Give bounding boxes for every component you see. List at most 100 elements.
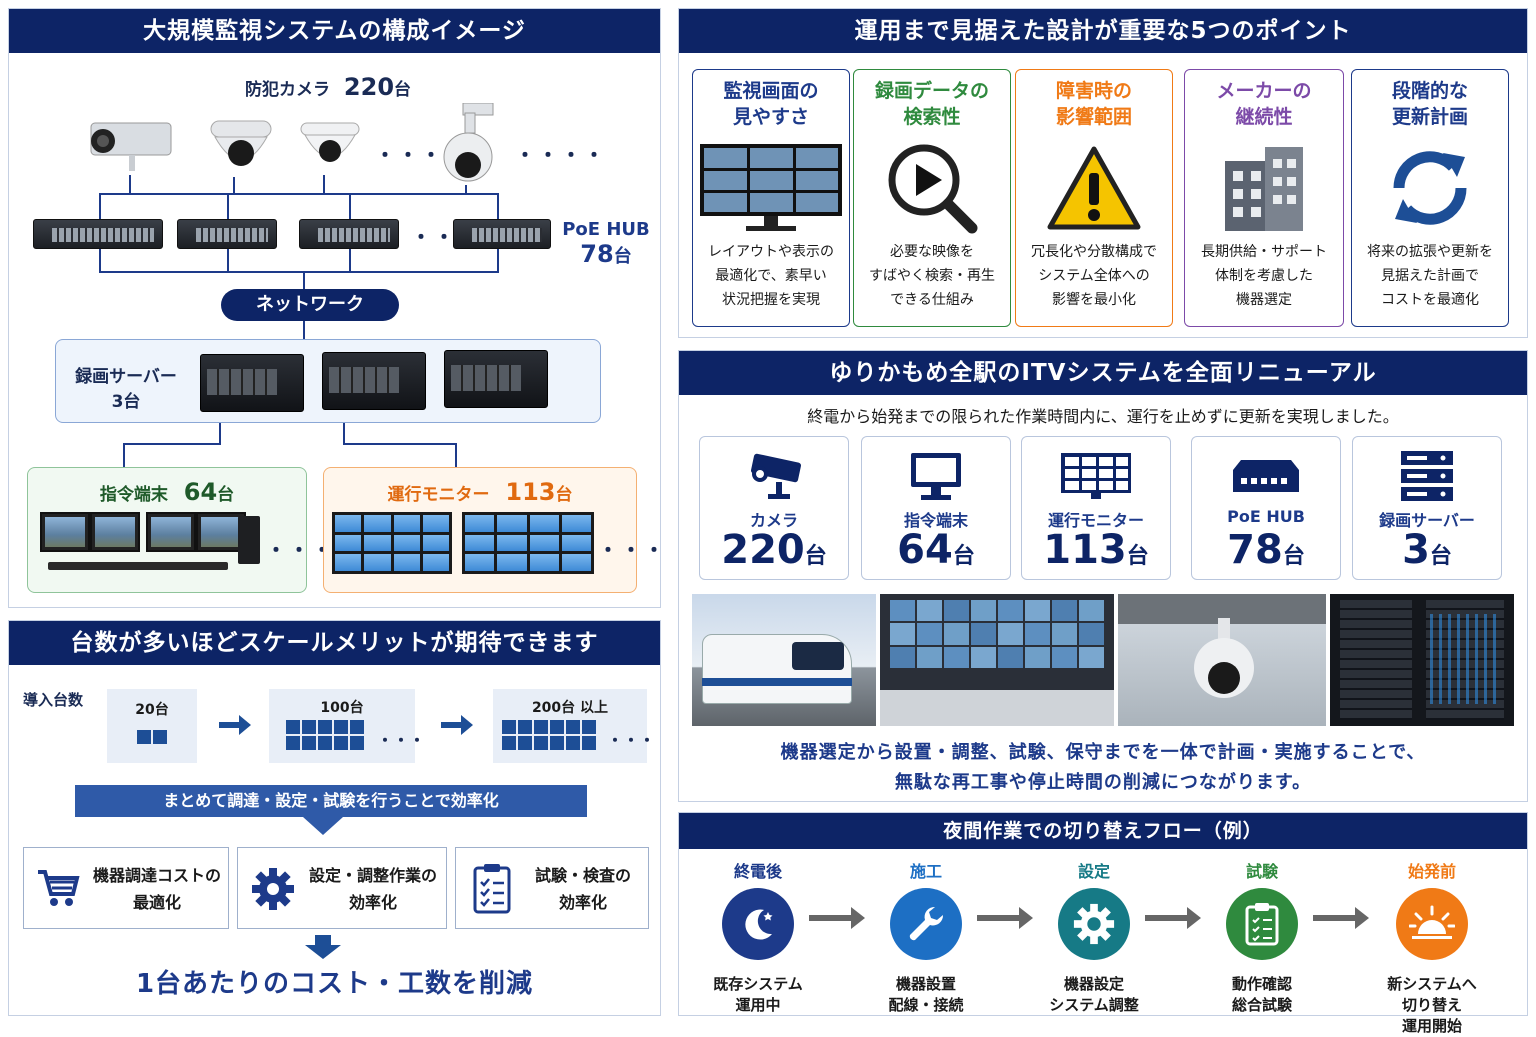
wrench-icon (890, 888, 962, 960)
stat-unit: 台 (1429, 544, 1452, 569)
server-rack-photo (1330, 594, 1514, 726)
arrow-right-icon (1145, 907, 1201, 929)
cart-icon (38, 870, 80, 906)
scale-title: 台数が多いほどスケールメリットが期待できます (9, 621, 660, 665)
merit-card-procurement: 機器調達コストの 最適化 (23, 847, 229, 929)
point-title: 障害時の 影響範囲 (1055, 80, 1132, 128)
stat-label: 運行モニター (1047, 511, 1144, 530)
flow-step-description: 既存システム 運用中 (713, 975, 803, 1014)
flow-step-description: 機器設定 システム調整 (1049, 975, 1139, 1014)
clipboard-icon (1226, 888, 1298, 960)
poe-hub (453, 219, 551, 249)
arrow-right-icon (441, 715, 473, 735)
merit-card-setup: 設定・調整作業の 効率化 (237, 847, 447, 929)
stat-value: 113台 (1043, 527, 1149, 573)
flow-step: 設定機器設定 システム調整 (1019, 858, 1169, 1016)
network-pill: ネットワーク (221, 289, 399, 321)
flow-step-description: 機器設置 配線・接続 (888, 975, 964, 1014)
step-20: 20台 (107, 689, 197, 763)
arrow-right-icon (977, 907, 1033, 929)
step-200: 200台 以上 ・・・ (493, 689, 655, 763)
terminal-box: 指令端末 64台 ・・・ (27, 467, 332, 593)
system-panel: 大規模監視システムの構成イメージ 防犯カメラ 220台 ・・・ ・・・・ ・・・ (8, 8, 664, 608)
recording-server (322, 352, 426, 410)
poe-hub (299, 219, 399, 249)
terminal-label: 指令端末 64台 (99, 478, 235, 506)
sunrise-icon (1396, 888, 1468, 960)
moon-icon (722, 888, 794, 960)
terminal-monitor (40, 512, 90, 552)
stat-label: PoE HUB (1227, 507, 1305, 526)
result-text: 1台あたりのコスト・工数を削減 (135, 969, 534, 999)
terminal-monitor (146, 512, 196, 552)
flow-step: 終電後既存システム 運用中 (683, 858, 833, 1016)
monitor-label: 運行モニター 113台 (387, 478, 573, 506)
monitor-wall (332, 512, 452, 574)
stat-value: 3台 (1402, 527, 1452, 573)
camera-icon (700, 449, 848, 503)
point-card: 段階的な 更新計画将来の拡張や更新を 見据えた計画で コストを最適化 (1351, 69, 1509, 327)
point-description: 必要な映像を すばやく検索・再生 できる仕組み (869, 244, 995, 308)
point-card: 障害時の 影響範囲冗長化や分散構成で システム全体への 影響を最小化 (1015, 69, 1173, 327)
point-description: レイアウトや表示の 最適化で、素早い 状況把握を実現 (708, 244, 834, 308)
flow-step-title: 始発前 (1407, 862, 1456, 881)
point-title: 段階的な 更新計画 (1391, 80, 1468, 128)
gear-icon (252, 868, 294, 910)
renewal-note-2: 無駄な再工事や停止時間の削減につながります。 (894, 772, 1312, 793)
checklist-icon (473, 864, 511, 914)
terminal-monitor (90, 512, 140, 552)
refresh-icon (1352, 142, 1508, 234)
arrow-right-icon (1313, 907, 1369, 929)
point-description: 冗長化や分散構成で システム全体への 影響を最小化 (1031, 244, 1157, 308)
point-card: 監視画面の 見やすさレイアウトや表示の 最適化で、素早い 状況把握を実現 (692, 69, 850, 327)
monitor-box: 運行モニター 113台 ・・・ (323, 467, 664, 593)
point-card: 録画データの 検索性必要な映像を すばやく検索・再生 できる仕組み (853, 69, 1011, 327)
recording-server (444, 350, 548, 408)
poe-hub (177, 219, 277, 249)
point-description: 将来の拡張や更新を 見据えた計画で コストを最適化 (1367, 244, 1493, 308)
arrow-down-icon (303, 817, 343, 835)
dome-camera-icon (300, 122, 360, 162)
merit-card-testing: 試験・検査の 効率化 (455, 847, 649, 929)
ptz-camera-icon (443, 103, 494, 182)
monitor-ellipsis: ・・・ (598, 538, 667, 562)
terminal-ellipsis: ・・・ (266, 538, 335, 562)
monitor-grid-icon (693, 142, 849, 234)
point-title: 監視画面の 見やすさ (723, 80, 819, 128)
scale-panel: 台数が多いほどスケールメリットが期待できます 導入台数 20台 100台 ・・・… (8, 620, 661, 1016)
stat-label: カメラ (749, 511, 798, 530)
arrow-down-icon (305, 935, 341, 959)
server-box: 録画サーバー 3台 (55, 339, 601, 423)
terminal-icon (862, 449, 1010, 503)
camera-ellipsis: ・・・・ (515, 143, 607, 167)
pc-tower (238, 516, 260, 564)
stat-value: 78台 (1227, 527, 1305, 573)
flow-step-title: 施工 (909, 862, 942, 881)
gear-icon (1058, 888, 1130, 960)
renewal-subtitle: 終電から始発までの限られた作業時間内に、運行を止めずに更新を実現しました。 (807, 407, 1399, 426)
flow-step-title: 試験 (1245, 862, 1278, 881)
control-room-photo (880, 594, 1114, 726)
terminal-monitor (196, 512, 246, 552)
stat-unit: 台 (1282, 544, 1305, 569)
stat-value: 220台 (721, 527, 827, 573)
stat-value: 64台 (897, 527, 975, 573)
hub-label: PoE HUB 78台 (562, 219, 650, 268)
arrow-right-icon (809, 907, 865, 929)
point-description: 長期供給・サポート 体制を考慮した 機器選定 (1201, 244, 1327, 308)
renewal-note-1: 機器選定から設置・調整、試験、保守までを一体で計画・実施することで、 (780, 742, 1426, 763)
monitor-wall (462, 512, 594, 574)
dome-camera-icon (210, 120, 272, 166)
ptz-camera-photo (1118, 594, 1326, 726)
flow-step: 試験動作確認 総合試験 (1187, 858, 1337, 1016)
flow-step-title: 終電後 (733, 862, 782, 881)
flow-step: 始発前新システムへ 切り替え 運用開始 (1357, 858, 1507, 1037)
flow-step-description: 新システムへ 切り替え 運用開始 (1387, 975, 1477, 1035)
server-icon (1353, 449, 1501, 503)
arrow-right-icon (219, 715, 251, 735)
search-play-icon (854, 142, 1010, 234)
points-panel: 運用まで見据えた設計が重要な5つのポイント 監視画面の 見やすさレイアウトや表示… (678, 8, 1528, 338)
stat-unit: 台 (952, 544, 975, 569)
